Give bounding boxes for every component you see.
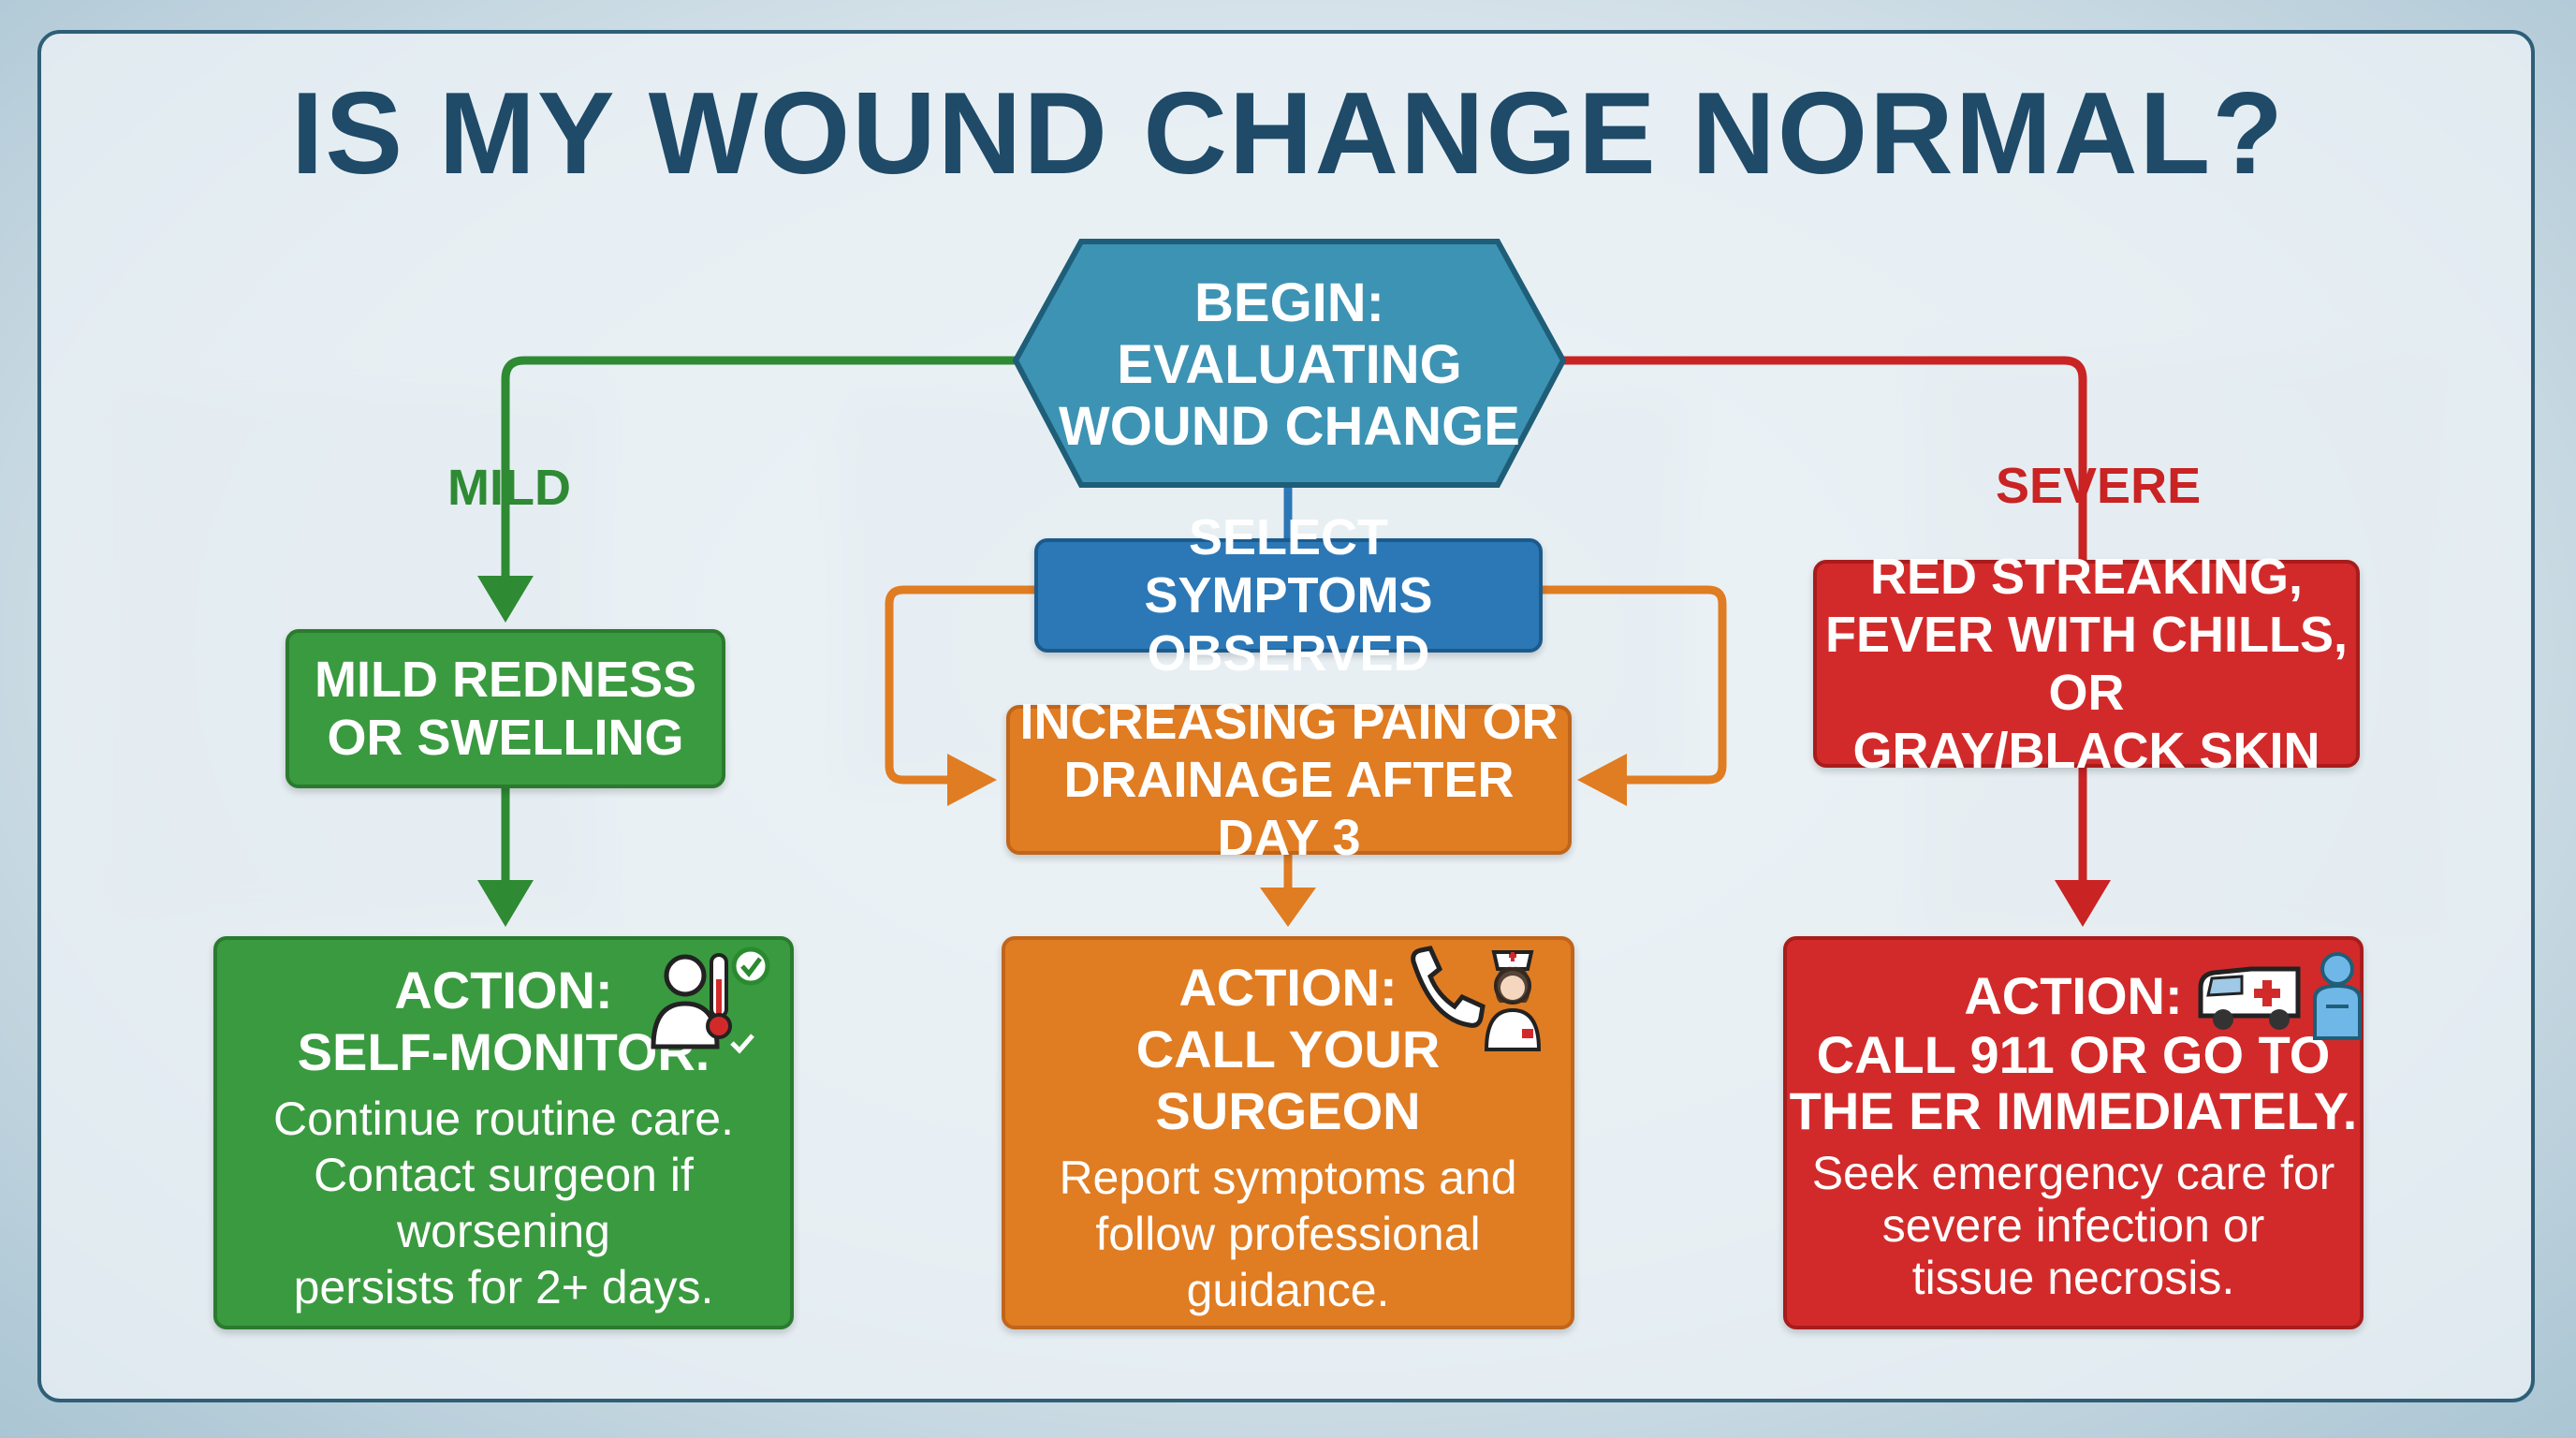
mild-action-title: SELF-MONITOR. bbox=[297, 1022, 710, 1081]
mild-arrow-head bbox=[477, 576, 534, 623]
select-line-2: OBSERVED bbox=[1147, 625, 1430, 682]
severe-action-arrow-head bbox=[2055, 880, 2111, 927]
moderate-action-body-3: guidance. bbox=[1186, 1264, 1390, 1316]
mild-action-body-1: Continue routine care. bbox=[273, 1093, 734, 1145]
start-line-2: EVALUATING bbox=[1117, 334, 1462, 395]
moderate-symptom-line-1: INCREASING PAIN OR bbox=[1019, 694, 1559, 750]
moderate-action-box: ACTION: CALL YOUR SURGEON Report symptom… bbox=[1002, 936, 1574, 1329]
mild-connector bbox=[501, 356, 1016, 613]
moderate-action-title: CALL YOUR SURGEON bbox=[1135, 1020, 1441, 1140]
moderate-right-arrow-head bbox=[1577, 754, 1627, 806]
severe-action-body-1: Seek emergency care for bbox=[1811, 1147, 2335, 1199]
moderate-left-arrow-head bbox=[947, 754, 997, 806]
moderate-left-connector bbox=[885, 585, 1034, 785]
person-thermometer-check-icon bbox=[651, 946, 770, 1054]
start-node-text: BEGIN: EVALUATING WOUND CHANGE bbox=[1030, 262, 1549, 468]
ambulance-patient-icon bbox=[2198, 945, 2362, 1040]
severe-action-body-2: severe infection or bbox=[1881, 1199, 2265, 1252]
moderate-action-body-1: Report symptoms and bbox=[1059, 1152, 1517, 1204]
severe-symptom-box: RED STREAKING, FEVER WITH CHILLS, OR GRA… bbox=[1813, 549, 2360, 779]
moderate-symptom-box: INCREASING PAIN OR DRAINAGE AFTER DAY 3 bbox=[1006, 694, 1572, 866]
moderate-symptom-line-2: DRAINAGE AFTER DAY 3 bbox=[1063, 752, 1515, 866]
moderate-action-arrow-head bbox=[1260, 888, 1316, 927]
start-line-3: WOUND CHANGE bbox=[1059, 396, 1520, 457]
mild-symptom-box: MILD REDNESS OR SWELLING bbox=[285, 629, 725, 788]
mild-action-box: ACTION: SELF-MONITOR. Continue routine c… bbox=[213, 936, 794, 1329]
branch-label-mild: MILD bbox=[447, 460, 571, 516]
mild-symptom-line-1: MILD REDNESS bbox=[314, 652, 697, 708]
mild-action-body-3: persists for 2+ days. bbox=[293, 1261, 714, 1313]
moderate-action-body-2: follow professional bbox=[1095, 1208, 1481, 1260]
start-line-1: BEGIN: bbox=[1194, 272, 1384, 333]
mild-action-label: ACTION: bbox=[394, 961, 613, 1020]
severe-action-body-3: tissue necrosis. bbox=[1911, 1252, 2235, 1304]
start-hexagon bbox=[1012, 239, 1567, 488]
severe-connector bbox=[1559, 356, 2087, 562]
mild-symptom-line-2: OR SWELLING bbox=[327, 710, 684, 766]
severe-action-title-1: CALL 911 OR GO TO bbox=[1816, 1025, 2331, 1084]
severe-symptom-line-1: RED STREAKING, bbox=[1869, 549, 2304, 605]
select-line-1: SELECT SYMPTOMS bbox=[1144, 509, 1433, 624]
select-symptoms-box: SELECT SYMPTOMS OBSERVED bbox=[1034, 509, 1543, 682]
page-title: IS MY WOUND CHANGE NORMAL? bbox=[290, 69, 2286, 198]
severe-symptom-line-2: FEVER WITH CHILLS, OR bbox=[1825, 607, 2348, 721]
severe-action-label: ACTION: bbox=[1964, 966, 2183, 1025]
severe-symptom-line-3: GRAY/BLACK SKIN bbox=[1852, 723, 2320, 779]
moderate-action-label: ACTION: bbox=[1178, 958, 1398, 1017]
severe-action-title-2: THE ER IMMEDIATELY. bbox=[1789, 1081, 2358, 1140]
phone-nurse-icon bbox=[1411, 946, 1542, 1051]
mild-action-arrow-head bbox=[477, 880, 534, 927]
branch-label-severe: SEVERE bbox=[1996, 458, 2202, 514]
moderate-right-connector bbox=[1543, 585, 1727, 785]
mild-action-body-2: Contact surgeon if worsening bbox=[314, 1149, 694, 1257]
